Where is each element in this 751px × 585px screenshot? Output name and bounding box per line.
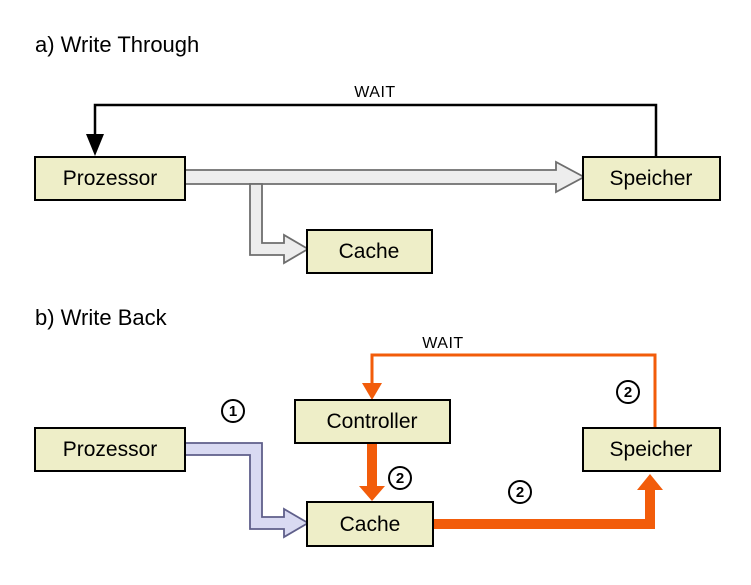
speicher-label-a: Speicher: [610, 167, 693, 190]
step-2-badge-controller-cache: 2: [388, 466, 412, 490]
step-2-badge-cache-speicher-circle: [508, 480, 532, 504]
processor-to-cache-write-arrow: [184, 442, 310, 539]
step-2-badge-wait-num: 2: [624, 384, 632, 401]
section-write-through: a) Write Through WAIT Prozessor Speicher…: [34, 32, 721, 274]
cache-label-a: Cache: [339, 240, 400, 263]
prozessor-label-b: Prozessor: [63, 438, 158, 461]
step-1-badge: 1: [221, 399, 245, 423]
section-write-back: b) Write Back WAIT 2 1 2: [34, 305, 721, 547]
cache-label-b: Cache: [340, 513, 401, 536]
step-2-badge-cache-speicher-num: 2: [516, 484, 524, 501]
speicher-label-b: Speicher: [610, 438, 693, 461]
wait-feedback-line-a: [93, 103, 658, 157]
step-1-badge-num: 1: [229, 403, 237, 420]
processor-to-speicher-arrow: [184, 160, 586, 194]
cache-box-b: [306, 501, 434, 547]
step-2-badge-wait: 2: [616, 380, 640, 404]
step-2-badge-cache-speicher: 2: [508, 480, 532, 504]
prozessor-box-b: [34, 427, 186, 472]
wait-label-b: WAIT: [422, 335, 463, 352]
step-1-badge-circle: [221, 399, 245, 423]
controller-label-b: Controller: [326, 410, 417, 433]
step-2-badge-controller-cache-num: 2: [396, 470, 404, 487]
step-2-badge-wait-circle: [616, 380, 640, 404]
wait-arrowhead-a: [86, 134, 104, 156]
controller-box-b: [294, 399, 451, 444]
wait-feedback-line-b: [370, 353, 657, 428]
cache-box-a: [306, 229, 433, 274]
section-a-title: a) Write Through: [35, 32, 199, 57]
step-2-badge-controller-cache-circle: [388, 466, 412, 490]
prozessor-box-a: [34, 156, 186, 201]
speicher-box-b: [582, 427, 721, 472]
wait-label-a: WAIT: [354, 84, 395, 101]
cache-to-speicher-arrowhead: [637, 474, 663, 490]
section-b-title: b) Write Back: [35, 305, 168, 330]
prozessor-label-a: Prozessor: [63, 167, 158, 190]
speicher-box-a: [582, 156, 721, 201]
controller-to-cache-arrowhead: [359, 486, 385, 501]
processor-to-cache-branch-arrow: [249, 183, 310, 265]
cache-to-speicher-arrow: [433, 489, 655, 529]
wait-arrowhead-b: [362, 383, 382, 400]
